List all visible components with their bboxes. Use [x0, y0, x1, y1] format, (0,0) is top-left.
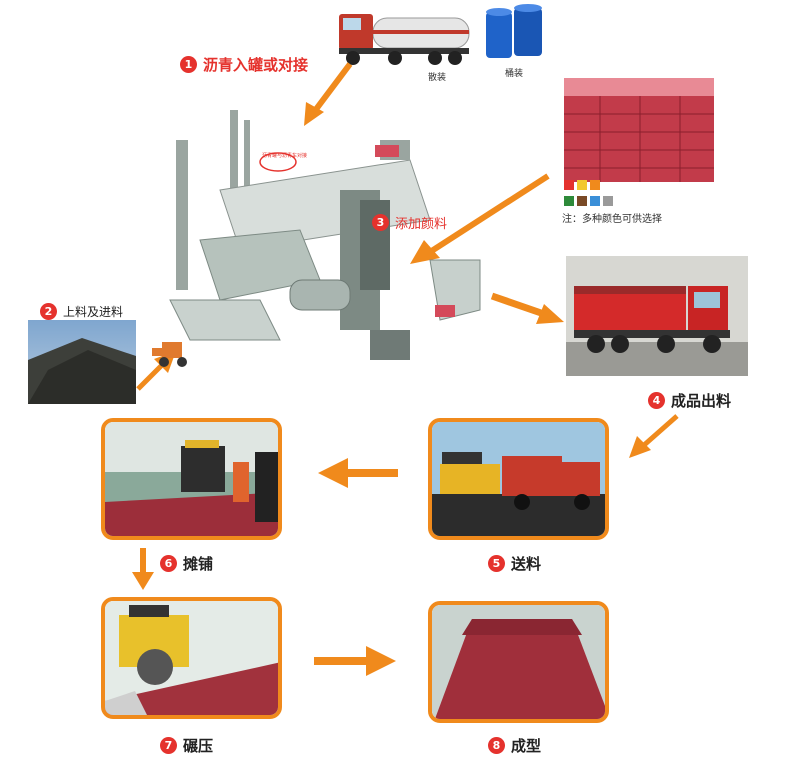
step-4-label: 成品出料 — [671, 392, 732, 410]
pigment-arrow — [410, 173, 550, 264]
step-1-number: 1 — [180, 56, 197, 73]
step-1-label: 沥青入罐或对接 — [203, 56, 309, 74]
step-8: 8 成型 — [488, 735, 541, 756]
supply-arrow — [304, 62, 353, 126]
step-2: 2 上料及进料 — [40, 303, 123, 320]
plant-note: 沥青罐与沥青车对接 — [262, 153, 308, 159]
pigment-pallet-illustration — [564, 78, 714, 182]
dump-truck-photo — [566, 256, 748, 376]
finished-surface-photo-frame — [428, 601, 609, 723]
step-7: 7 碾压 — [160, 735, 213, 756]
swatch-yellow — [577, 180, 587, 190]
step-4-number: 4 — [648, 392, 665, 409]
step-8-number: 8 — [488, 737, 505, 754]
barrel-label: 桶装 — [505, 69, 524, 79]
step-4: 4 成品出料 — [648, 390, 731, 411]
swatch-brown — [577, 196, 587, 206]
step-6-label: 摊铺 — [183, 555, 214, 573]
pigment-note: 注：多种颜色可供选择 — [562, 214, 662, 225]
barrels-illustration — [486, 4, 542, 58]
swatch-red — [564, 180, 574, 190]
loader-illustration — [152, 342, 187, 367]
swatch-green — [564, 196, 574, 206]
arrow-7-to-8 — [314, 646, 396, 676]
step-3-label: 添加颜料 — [395, 217, 448, 232]
step-2-label: 上料及进料 — [63, 305, 124, 319]
paving-photo — [105, 422, 278, 536]
swatch-gray — [603, 196, 613, 206]
step-3: 3 添加颜料 — [372, 213, 447, 232]
arrow-5-to-6 — [318, 458, 398, 488]
step-7-number: 7 — [160, 737, 177, 754]
compaction-photo-frame — [101, 597, 282, 719]
delivery-photo — [432, 422, 605, 536]
step-3-number: 3 — [372, 214, 389, 231]
arrow-6-to-7 — [132, 548, 154, 590]
asphalt-mixing-plant-illustration — [169, 110, 481, 360]
output-arrow — [490, 292, 564, 324]
step-5: 5 送料 — [488, 553, 541, 574]
step-6: 6 摊铺 — [160, 553, 213, 574]
step-1: 1 沥青入罐或对接 — [180, 54, 308, 75]
delivery-arrow — [629, 414, 679, 458]
delivery-photo-frame — [428, 418, 609, 540]
compaction-photo — [105, 601, 278, 715]
paving-photo-frame — [101, 418, 282, 540]
step-2-number: 2 — [40, 303, 57, 320]
step-5-number: 5 — [488, 555, 505, 572]
step-5-label: 送料 — [511, 555, 542, 573]
bulk-label: 散装 — [428, 73, 447, 83]
tanker-truck-illustration — [339, 14, 470, 65]
step-7-label: 碾压 — [183, 737, 214, 755]
tank-highlight-ring — [259, 152, 297, 172]
step-8-label: 成型 — [511, 737, 542, 755]
step-6-number: 6 — [160, 555, 177, 572]
swatch-orange — [590, 180, 600, 190]
finished-surface-photo — [432, 605, 605, 719]
aggregate-pile-photo — [28, 320, 136, 404]
swatch-blue — [590, 196, 600, 206]
